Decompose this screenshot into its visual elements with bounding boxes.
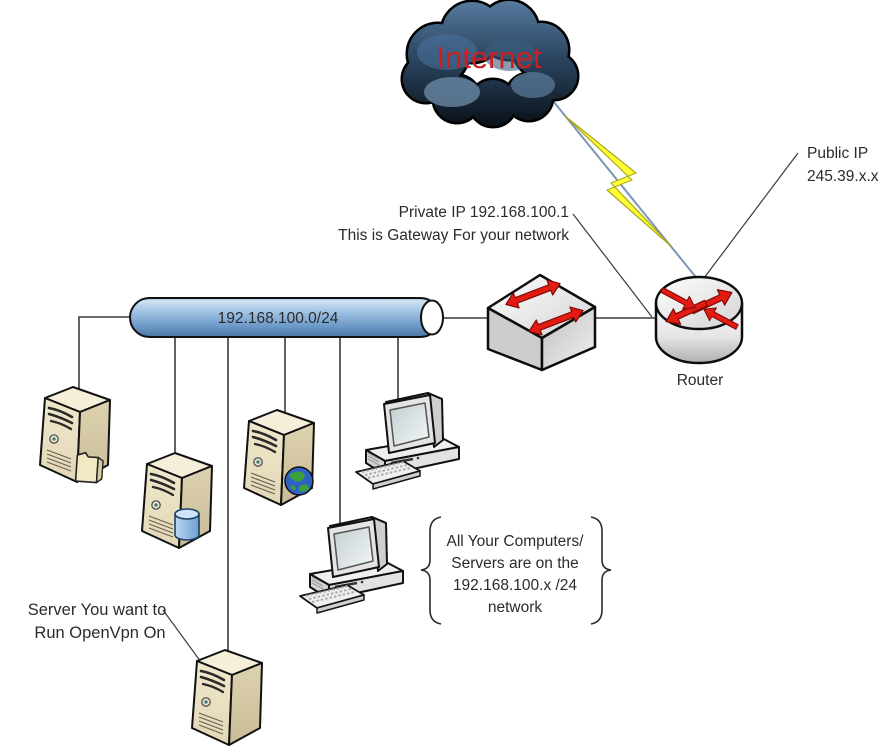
router-label: Router [677, 372, 724, 389]
svg-text:This is Gateway For your netwo: This is Gateway For your network [338, 227, 569, 244]
workstation-2 [298, 515, 405, 615]
svg-text:Public IP: Public IP [807, 145, 868, 162]
web-server [242, 408, 316, 507]
svg-text:Server You want to: Server You want to [28, 601, 167, 619]
network-backbone-pipe: 192.168.100.0/24 [129, 297, 444, 338]
svg-text:network: network [488, 599, 543, 616]
left-brace [420, 516, 442, 625]
public-ip-label: Public IP 245.39.x.x [807, 145, 879, 185]
internet-label: Internet [436, 40, 542, 75]
database-icon [174, 508, 200, 541]
svg-text:Private IP 192.168.100.1: Private IP 192.168.100.1 [399, 204, 569, 221]
comm-link-line [544, 90, 700, 282]
internet-cloud: Internet [400, 0, 580, 129]
right-brace [590, 516, 612, 625]
subnet-note: All Your Computers/ Servers are on the 1… [420, 516, 612, 625]
svg-text:192.168.100.x /24: 192.168.100.x /24 [453, 577, 577, 594]
svg-text:All Your Computers/: All Your Computers/ [447, 533, 585, 550]
svg-text:245.39.x.x: 245.39.x.x [807, 168, 879, 185]
openvpn-label: Server You want to Run OpenVpn On [28, 601, 167, 642]
file-server [38, 385, 112, 484]
router: Router [654, 275, 744, 389]
database-server [140, 451, 214, 550]
network-wires [78, 316, 656, 657]
openvpn-server [190, 648, 264, 747]
lightning-bolt-icon [564, 115, 673, 248]
svg-text:Run OpenVpn On: Run OpenVpn On [34, 624, 165, 642]
folder-icon [74, 451, 104, 484]
switch [486, 273, 597, 372]
svg-text:Servers are on the: Servers are on the [451, 555, 579, 572]
globe-icon [284, 466, 314, 496]
workstation-1 [354, 391, 461, 491]
backbone-label: 192.168.100.0/24 [218, 310, 339, 327]
gateway-label: Private IP 192.168.100.1 This is Gateway… [338, 204, 569, 244]
